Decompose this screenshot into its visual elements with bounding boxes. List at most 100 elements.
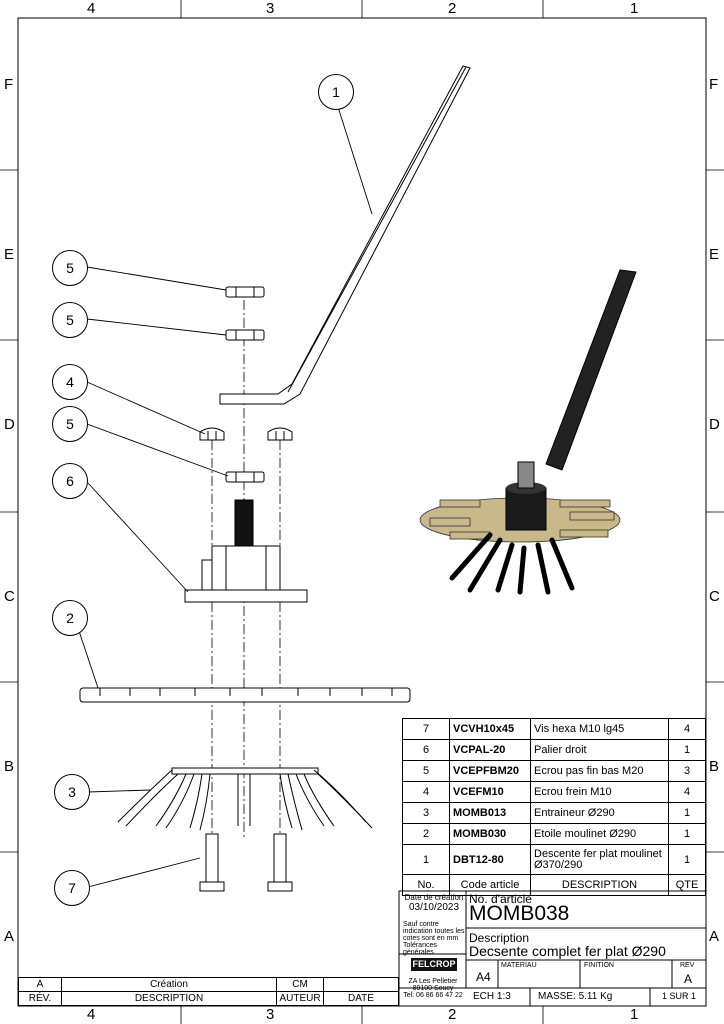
rev-header-date: DATE bbox=[323, 991, 399, 1006]
bom-row: 3 MOMB013 Entraineur Ø290 1 bbox=[402, 802, 706, 824]
balloon-2: 2 bbox=[52, 600, 88, 636]
bom-desc: Etoile moulinet Ø290 bbox=[530, 823, 669, 845]
bom-qte: 4 bbox=[668, 718, 706, 740]
bom-table: 7 VCVH10x45 Vis hexa M10 lg45 4 6 VCPAL-… bbox=[402, 718, 706, 896]
bom-desc: Ecrou frein M10 bbox=[530, 781, 669, 803]
balloon-5c: 5 bbox=[52, 406, 88, 442]
rev-header-description: DESCRIPTION bbox=[61, 991, 277, 1006]
rev-header-rev: RÉV. bbox=[18, 991, 62, 1006]
zone-col-1: 1 bbox=[630, 0, 639, 17]
bom-qte: 3 bbox=[668, 760, 706, 782]
balloon-7: 7 bbox=[54, 870, 90, 906]
bom-desc: Descente fer plat moulinet Ø370/290 bbox=[530, 844, 669, 875]
bom-code: MOMB030 bbox=[449, 823, 531, 845]
zone-row-e-right: E bbox=[709, 246, 720, 263]
bom-row: 5 VCEPFBM20 Ecrou pas fin bas M20 3 bbox=[402, 760, 706, 782]
bom-no: 3 bbox=[402, 802, 450, 824]
bom-qte: 1 bbox=[668, 823, 706, 845]
revision-header-row: RÉV. DESCRIPTION AUTEUR DATE bbox=[18, 991, 399, 1006]
zone-col-3-bottom: 3 bbox=[266, 1006, 275, 1023]
bom-header-no: No. bbox=[402, 874, 450, 896]
zone-row-d: D bbox=[4, 416, 15, 433]
zone-col-3: 3 bbox=[266, 0, 275, 17]
date-label: Date de création bbox=[404, 893, 464, 902]
materiau-label: MATERIAU bbox=[501, 962, 537, 969]
rev-date bbox=[323, 977, 399, 992]
rev-author: CM bbox=[276, 977, 324, 992]
bom-header-code: Code article bbox=[449, 874, 531, 896]
zone-row-c: C bbox=[4, 588, 15, 605]
bom-header-row: No. Code article DESCRIPTION QTE bbox=[402, 874, 706, 896]
bom-header-desc: DESCRIPTION bbox=[530, 874, 669, 896]
bom-desc: Vis hexa M10 lg45 bbox=[530, 718, 669, 740]
bom-code: VCEFM10 bbox=[449, 781, 531, 803]
zone-col-1-bottom: 1 bbox=[630, 1006, 639, 1023]
bom-row: 1 DBT12-80 Descente fer plat moulinet Ø3… bbox=[402, 844, 706, 875]
paper-format: A4 bbox=[476, 970, 491, 984]
article-number: MOMB038 bbox=[469, 902, 570, 925]
bom-qte: 1 bbox=[668, 802, 706, 824]
bom-no: 4 bbox=[402, 781, 450, 803]
balloon-5a: 5 bbox=[52, 250, 88, 286]
bom-no: 2 bbox=[402, 823, 450, 845]
bom-row: 4 VCEFM10 Ecrou frein M10 4 bbox=[402, 781, 706, 803]
zone-col-2-bottom: 2 bbox=[448, 1006, 457, 1023]
balloon-5b: 5 bbox=[52, 302, 88, 338]
bom-code: DBT12-80 bbox=[449, 844, 531, 875]
rev-value: A bbox=[684, 972, 693, 986]
mass: MASSE: 5.11 Kg bbox=[538, 991, 613, 1002]
balloon-1: 1 bbox=[318, 74, 354, 110]
bom-code: MOMB013 bbox=[449, 802, 531, 824]
sheet-count: 1 SUR 1 bbox=[662, 991, 697, 1001]
bom-desc: Palier droit bbox=[530, 739, 669, 761]
address-line-2: 89100 Soucy bbox=[412, 985, 454, 992]
bom-qte: 1 bbox=[668, 844, 706, 875]
bom-qte: 4 bbox=[668, 781, 706, 803]
bom-no: 1 bbox=[402, 844, 450, 875]
balloon-6: 6 bbox=[52, 463, 88, 499]
description-value: Decsente complet fer plat Ø290 bbox=[469, 943, 666, 959]
zone-col-2: 2 bbox=[448, 0, 457, 17]
balloon-3: 3 bbox=[54, 774, 90, 810]
description-label: Description bbox=[469, 931, 530, 945]
bom-no: 5 bbox=[402, 760, 450, 782]
rev-letter: A bbox=[18, 977, 62, 992]
zone-col-4: 4 bbox=[87, 0, 96, 17]
bom-no: 6 bbox=[402, 739, 450, 761]
bom-desc: Entraineur Ø290 bbox=[530, 802, 669, 824]
bom-desc: Ecrou pas fin bas M20 bbox=[530, 760, 669, 782]
zone-row-d-right: D bbox=[709, 416, 720, 433]
zone-row-f-right: F bbox=[709, 76, 719, 93]
company-logo: FELCROP bbox=[411, 958, 457, 971]
zone-row-b: B bbox=[4, 758, 15, 775]
zone-row-a-right: A bbox=[709, 928, 720, 945]
bom-qte: 1 bbox=[668, 739, 706, 761]
article-label: No. d'article bbox=[469, 892, 532, 906]
balloon-4: 4 bbox=[52, 364, 88, 400]
rev-header-author: AUTEUR bbox=[276, 991, 324, 1006]
rev-label: REV bbox=[680, 962, 695, 969]
address-line-1: ZA Les Pelletier bbox=[408, 978, 458, 985]
scale: ECH 1:3 bbox=[473, 991, 511, 1002]
zone-row-c-right: C bbox=[709, 588, 720, 605]
bom-code: VCPAL-20 bbox=[449, 739, 531, 761]
bom-row: 7 VCVH10x45 Vis hexa M10 lg45 4 bbox=[402, 718, 706, 740]
date-value: 03/10/2023 bbox=[408, 902, 460, 913]
bom-row: 6 VCPAL-20 Palier droit 1 bbox=[402, 739, 706, 761]
bom-row: 2 MOMB030 Etoile moulinet Ø290 1 bbox=[402, 823, 706, 845]
bom-no: 7 bbox=[402, 718, 450, 740]
zone-row-a: A bbox=[4, 928, 15, 945]
bom-header-qte: QTE bbox=[668, 874, 706, 896]
revision-row: A Création CM bbox=[18, 977, 399, 992]
zone-row-e: E bbox=[4, 246, 15, 263]
revision-table: A Création CM RÉV. DESCRIPTION AUTEUR DA… bbox=[18, 977, 399, 1006]
zone-row-b-right: B bbox=[709, 758, 720, 775]
zone-col-4-bottom: 4 bbox=[87, 1006, 96, 1023]
finition-label: FINITION bbox=[584, 962, 614, 969]
rev-description: Création bbox=[61, 977, 277, 992]
tolerance-note: Sauf contre indication toutes les cotes … bbox=[403, 921, 465, 956]
bom-code: VCVH10x45 bbox=[449, 718, 531, 740]
phone: Tel: 06 86 66 47 22 bbox=[403, 992, 463, 999]
zone-row-f: F bbox=[4, 76, 14, 93]
